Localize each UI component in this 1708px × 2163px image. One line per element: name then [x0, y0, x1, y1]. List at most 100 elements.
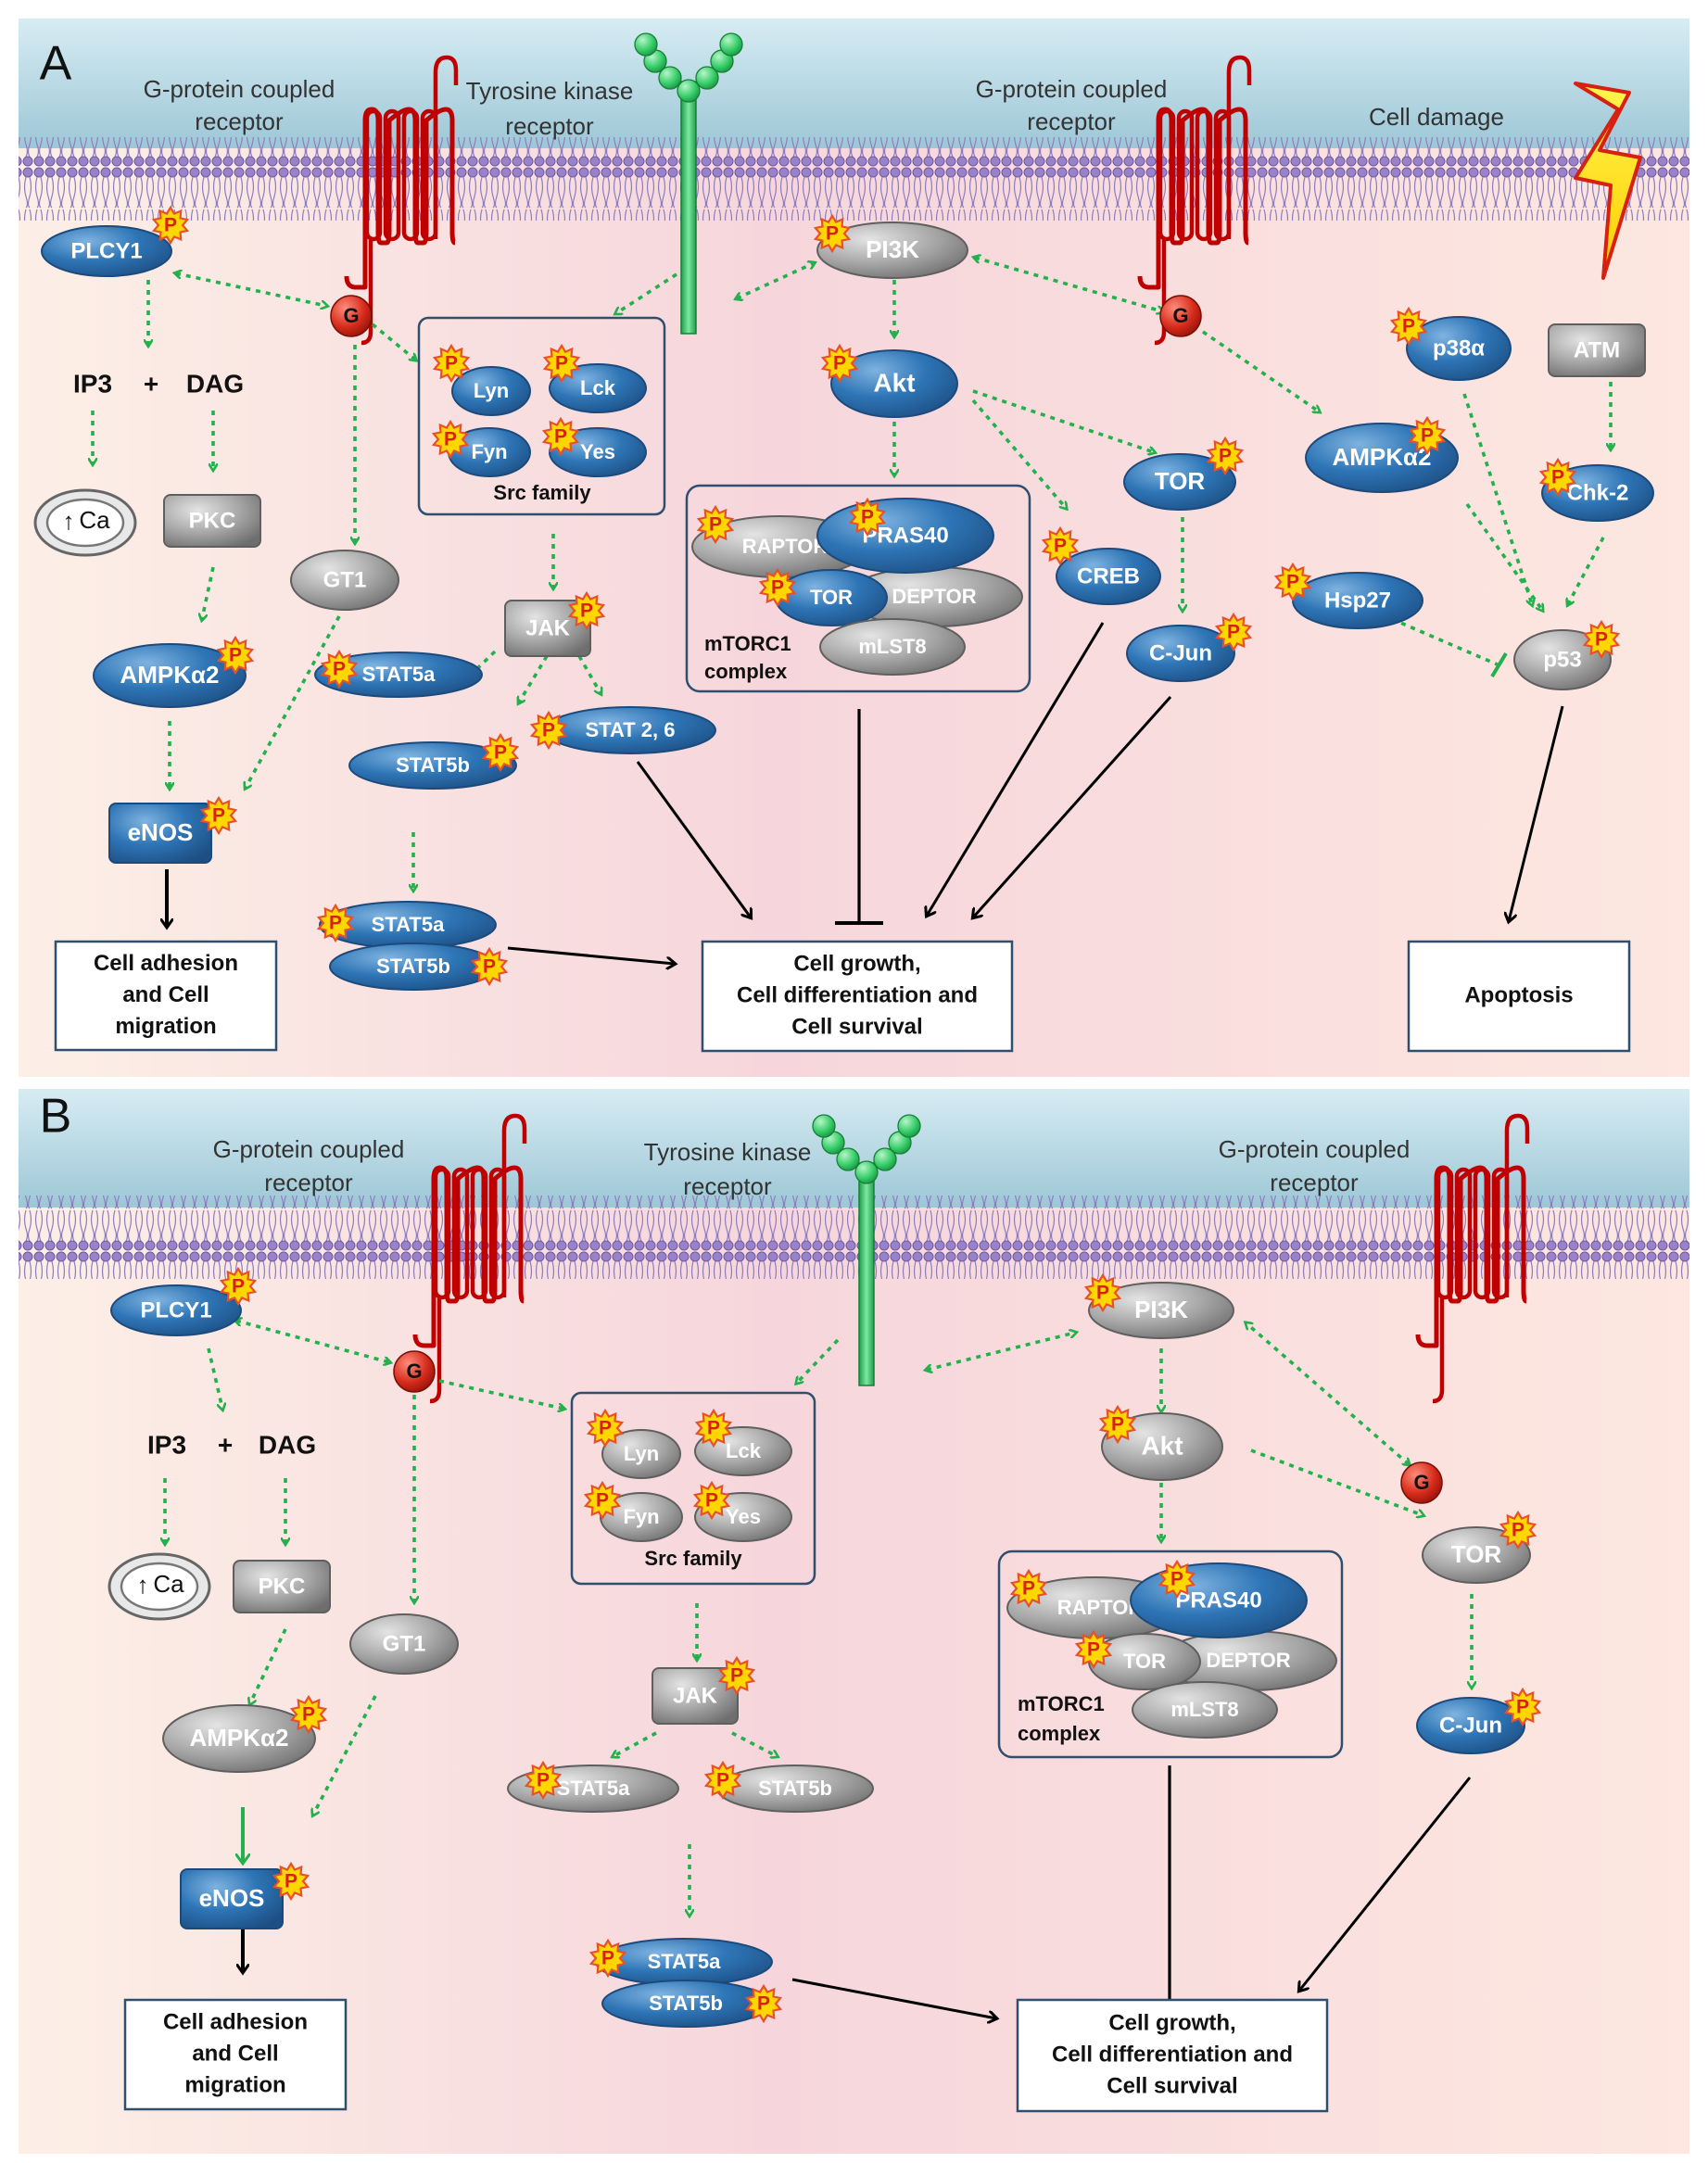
arrow-gt1-enos — [313, 1695, 377, 1815]
lck-label: Lck — [580, 376, 616, 399]
arrow-plcy1-ip3 — [207, 1347, 222, 1409]
outcome-growth-a-text: Cell differentiation and — [737, 982, 978, 1007]
g-protein-sphere — [393, 1350, 436, 1393]
stat5a-dimer-node: STAT5a — [319, 901, 497, 949]
p38-label: p38α — [1433, 335, 1485, 360]
phospho-star-icon — [1214, 612, 1253, 652]
lipid-bilayer — [19, 1195, 1689, 1279]
gpcr-helix — [1436, 1167, 1454, 1300]
phospho-badge: P — [1389, 306, 1428, 347]
g-protein-sphere — [1159, 295, 1202, 337]
raptor-label: RAPTOR — [1057, 1596, 1144, 1619]
jak-shape — [652, 1667, 739, 1725]
lck-node: Lck — [549, 363, 647, 413]
outcome-growth-b-text: Cell survival — [1107, 2073, 1237, 2098]
calcium-label: Ca — [79, 506, 110, 534]
gpcr-right-label: G-protein coupled — [976, 75, 1168, 103]
phospho-badge: P — [848, 497, 887, 538]
stat5a-dimer-label: STAT5a — [648, 1950, 721, 1973]
phospho-badge: P — [481, 732, 520, 773]
phospho-badge: P — [813, 213, 852, 254]
phospho-label: P — [861, 507, 874, 528]
phospho-badge: P — [1214, 612, 1253, 652]
akt-label: Akt — [1141, 1431, 1183, 1460]
jak-shape — [504, 600, 591, 657]
phospho-label: P — [164, 215, 177, 236]
deptor-label: DEPTOR — [1206, 1649, 1290, 1672]
arrow-tk-pi3k — [737, 263, 814, 298]
cjun-shape — [1126, 625, 1235, 682]
phospho-star-icon — [696, 504, 735, 545]
g-protein-label: G — [406, 1360, 422, 1383]
phospho-star-icon — [1098, 1404, 1137, 1445]
phospho-badge: P — [151, 205, 190, 246]
pi3k-node: PI3K — [1088, 1282, 1234, 1339]
gpcr-helix — [1454, 1167, 1473, 1300]
phospho-star-icon — [703, 1760, 742, 1801]
phospho-badge: P — [1503, 1687, 1542, 1727]
stat5b-node: STAT5b — [348, 741, 517, 790]
raptor-label: RAPTOR — [742, 535, 829, 558]
gpcr-helix — [1176, 108, 1195, 242]
phospho-label: P — [554, 426, 567, 448]
stat26-node: STAT 2, 6 — [544, 706, 716, 754]
outcome-growth-a-frame — [701, 940, 1014, 1053]
phospho-label: P — [833, 353, 846, 374]
gpcr-helix — [433, 1167, 451, 1300]
phospho-star-icon — [813, 213, 852, 254]
tor-node: TOR — [1123, 453, 1236, 511]
jak-node: JAK — [652, 1667, 739, 1725]
gpcr-helix — [470, 1167, 488, 1300]
outcome-growth-b-frame — [1016, 1998, 1329, 2113]
phospho-badge: P — [1009, 1568, 1048, 1609]
phospho-badge: P — [1273, 562, 1312, 602]
phospho-label: P — [716, 1770, 729, 1791]
mlst8-shape — [1132, 1681, 1278, 1739]
tk-label: Tyrosine kinase — [466, 77, 634, 105]
outcome-growth-b-text: Cell growth, — [1108, 2010, 1235, 2035]
phospho-star-icon — [199, 795, 238, 836]
phospho-star-icon — [1499, 1510, 1537, 1550]
arrow-jak-stat26 — [577, 655, 601, 693]
phospho-label: P — [1512, 1520, 1525, 1541]
pi3k-shape — [816, 221, 968, 279]
outcome-adhesion-b-frame — [123, 1998, 348, 2111]
pi3k-label: PI3K — [866, 235, 919, 263]
g-protein-sphere — [1400, 1461, 1443, 1504]
outcome-adhesion-b-text: Cell adhesion — [163, 2009, 308, 2034]
atm-node: ATM — [1548, 323, 1646, 377]
outcome-apoptosis-a-text: Apoptosis — [1464, 982, 1573, 1007]
plcy1-label: PLCY1 — [140, 1297, 211, 1322]
ampk-left-label: AMPKα2 — [190, 1724, 289, 1752]
phospho-label: P — [1096, 1283, 1109, 1304]
chk2-label: Chk-2 — [1567, 480, 1629, 505]
akt-label: Akt — [873, 368, 915, 397]
p38-shape — [1406, 316, 1512, 381]
phospho-star-icon — [316, 903, 355, 943]
phospho-label: P — [1022, 1578, 1035, 1600]
enos-node: eNOS — [108, 803, 212, 864]
tk-receptor-stem — [858, 1162, 875, 1386]
phospho-label: P — [542, 720, 555, 741]
phospho-star-icon — [219, 1266, 258, 1307]
hsp27-inhibition-bar — [1490, 651, 1508, 678]
phospho-label: P — [599, 1418, 612, 1439]
g-protein-label: G — [1413, 1471, 1429, 1494]
fyn-label: Fyn — [471, 440, 507, 463]
arrow-g-src — [438, 1379, 563, 1409]
phospho-star-icon — [588, 1938, 627, 1979]
tk-receptor-domain — [677, 79, 701, 103]
pkc-node: PKC — [163, 494, 261, 548]
enos-shape — [108, 803, 212, 864]
outcome-growth-a: Cell growth,Cell differentiation andCell… — [701, 940, 1014, 1053]
stat5b-label: STAT5b — [396, 753, 470, 777]
plcy1-shape — [41, 225, 172, 277]
g-protein: G — [1400, 1461, 1443, 1504]
tk-receptor-stem — [680, 81, 697, 335]
phospho-star-icon — [431, 419, 470, 460]
phospho-badge: P — [432, 343, 471, 384]
outcome-apoptosis-a: Apoptosis — [1407, 940, 1631, 1053]
gpcr-c-terminus — [1154, 239, 1167, 346]
arrow-stat26-growth — [636, 761, 751, 917]
phospho-badge: P — [696, 504, 735, 545]
